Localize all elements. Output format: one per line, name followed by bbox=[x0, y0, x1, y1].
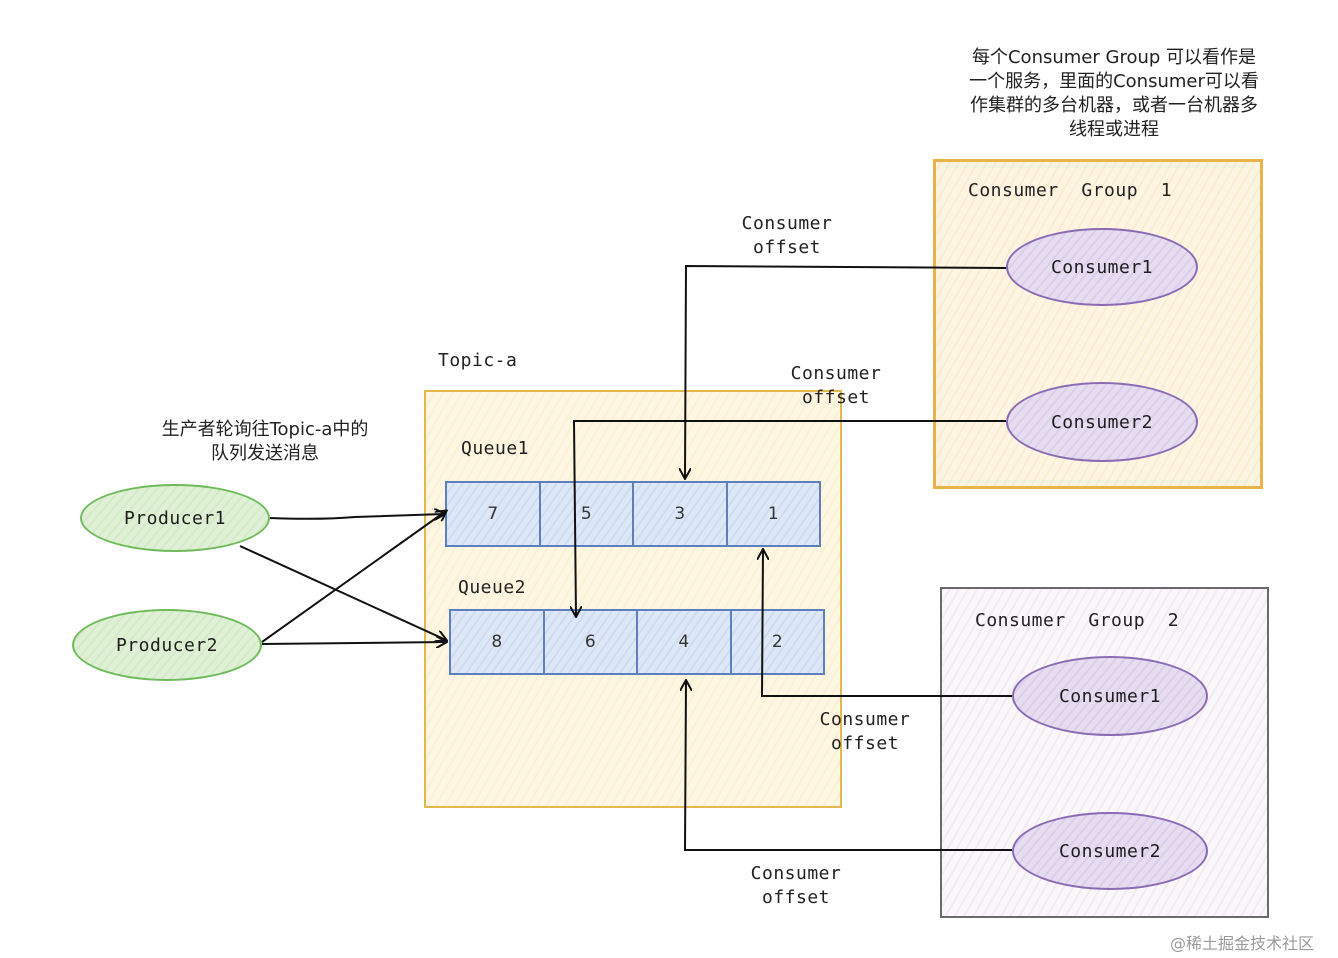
queue-2-cell: 6 bbox=[545, 611, 638, 673]
queue-2-cell: 8 bbox=[451, 611, 545, 673]
queue-1-cell: 3 bbox=[634, 483, 728, 545]
group-note-line-4: 线程或进程 bbox=[1069, 119, 1159, 140]
producer-1-to-queue-2-arrow bbox=[239, 545, 446, 640]
g1-consumer-1-offset-arrow bbox=[685, 264, 1007, 478]
group-note-line-3: 作集群的多台机器，或者一台机器多 bbox=[970, 95, 1258, 116]
consumer-group-1-title: Consumer Group 1 bbox=[968, 180, 1173, 201]
offset-label-3: Consumer offset bbox=[806, 708, 924, 756]
g1-consumer-2-offset-arrow bbox=[574, 420, 1006, 616]
offset-label-3-line-1: Consumer bbox=[819, 709, 911, 730]
producer-note-line-2: 队列发送消息 bbox=[211, 443, 319, 464]
offset-label-4-line-1: Consumer bbox=[750, 863, 842, 884]
offset-label-2-line-1: Consumer bbox=[790, 363, 882, 384]
consumer-group-2-title: Consumer Group 2 bbox=[975, 610, 1180, 631]
group-note: 每个Consumer Group 可以看作是 一个服务，里面的Consumer可… bbox=[930, 46, 1298, 142]
offset-label-4: Consumer offset bbox=[737, 862, 855, 910]
group-2-consumer-1: Consumer1 bbox=[1012, 656, 1208, 736]
producer-2-to-queue-1-arrow bbox=[261, 511, 446, 643]
producer-1: Producer1 bbox=[80, 484, 270, 552]
queue-1-cell: 1 bbox=[767, 504, 779, 524]
g2-consumer-1-offset-arrow bbox=[762, 550, 1012, 697]
queue-2-label: Queue2 bbox=[458, 577, 527, 598]
topic-label: Topic-a bbox=[438, 350, 518, 371]
producer-note-line-1: 生产者轮询往Topic-a中的 bbox=[161, 419, 369, 440]
producer-2: Producer2 bbox=[72, 609, 262, 681]
offset-label-2-line-2: offset bbox=[801, 387, 871, 408]
g2-consumer-2-offset-arrow bbox=[685, 681, 1012, 851]
queue-2-cell: 4 bbox=[638, 611, 732, 673]
topic-box bbox=[424, 390, 842, 808]
queue-2-cell: 2 bbox=[771, 632, 783, 652]
watermark: @稀土掘金技术社区 bbox=[1170, 934, 1315, 953]
producer-note: 生产者轮询往Topic-a中的 队列发送消息 bbox=[120, 418, 410, 466]
offset-label-3-line-2: offset bbox=[830, 733, 900, 754]
queue-1: 7 5 3 1 bbox=[445, 481, 821, 547]
offset-label-1: Consumer offset bbox=[728, 212, 846, 260]
producer-2-to-queue-2-arrow bbox=[261, 642, 446, 644]
offset-label-2: Consumer offset bbox=[776, 362, 896, 410]
group-note-line-2: 一个服务，里面的Consumer可以看 bbox=[969, 71, 1259, 92]
group-note-line-1: 每个Consumer Group 可以看作是 bbox=[971, 47, 1257, 68]
offset-label-1-line-1: Consumer bbox=[741, 213, 833, 234]
offset-label-1-line-2: offset bbox=[752, 237, 822, 258]
offset-label-4-line-2: offset bbox=[761, 887, 831, 908]
queue-1-label: Queue1 bbox=[461, 438, 530, 459]
queue-1-cell: 7 bbox=[447, 483, 541, 545]
group-1-consumer-1: Consumer1 bbox=[1006, 228, 1198, 306]
queue-1-cell: 5 bbox=[541, 483, 634, 545]
group-1-consumer-2: Consumer2 bbox=[1006, 382, 1198, 462]
producer-1-to-queue-1-arrow bbox=[269, 514, 444, 519]
group-2-consumer-2: Consumer2 bbox=[1012, 812, 1208, 890]
